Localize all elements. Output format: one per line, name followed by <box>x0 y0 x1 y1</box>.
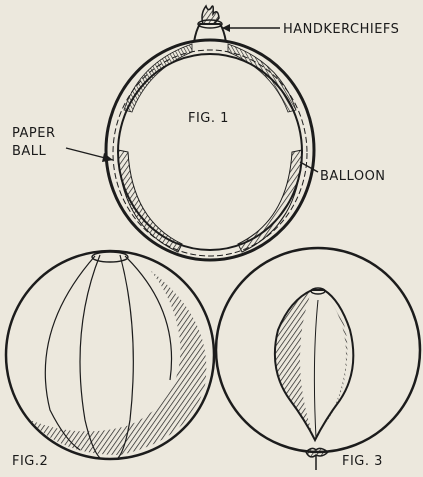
fig2-shading <box>30 270 206 455</box>
fig1-paper-label-line1: PAPER <box>12 126 56 141</box>
fig3-tied-neck-icon <box>306 448 328 470</box>
fig2-seam <box>45 256 95 450</box>
fig1-handkerchiefs-label: HANDKERCHIEFS <box>283 22 399 37</box>
fig1-balloon-wall-shading-left <box>118 150 182 252</box>
fig1-balloon-wall-shading-right <box>238 150 302 252</box>
fig2-caption: FIG.2 <box>12 454 48 469</box>
fig1-group: HANDKERCHIEFS PAPER BALL BALLOON FIG. 1 <box>12 6 399 260</box>
fig1-caption: FIG. 1 <box>188 111 229 126</box>
fig1-balloon-outer <box>106 40 314 260</box>
fig2-seam <box>125 256 172 380</box>
fig2-top-opening <box>92 252 128 262</box>
fig2-seam <box>80 255 100 458</box>
fig1-balloon-label: BALLOON <box>320 169 386 184</box>
fig3-group: FIG. 3 <box>216 248 420 470</box>
fig1-handkerchiefs-icon <box>202 6 219 24</box>
fig1-balloon-pointer <box>300 162 318 172</box>
fig2-group: FIG.2 <box>6 251 214 469</box>
fig1-paper-label-line2: BALL <box>12 144 47 159</box>
fig3-caption: FIG. 3 <box>342 454 383 469</box>
